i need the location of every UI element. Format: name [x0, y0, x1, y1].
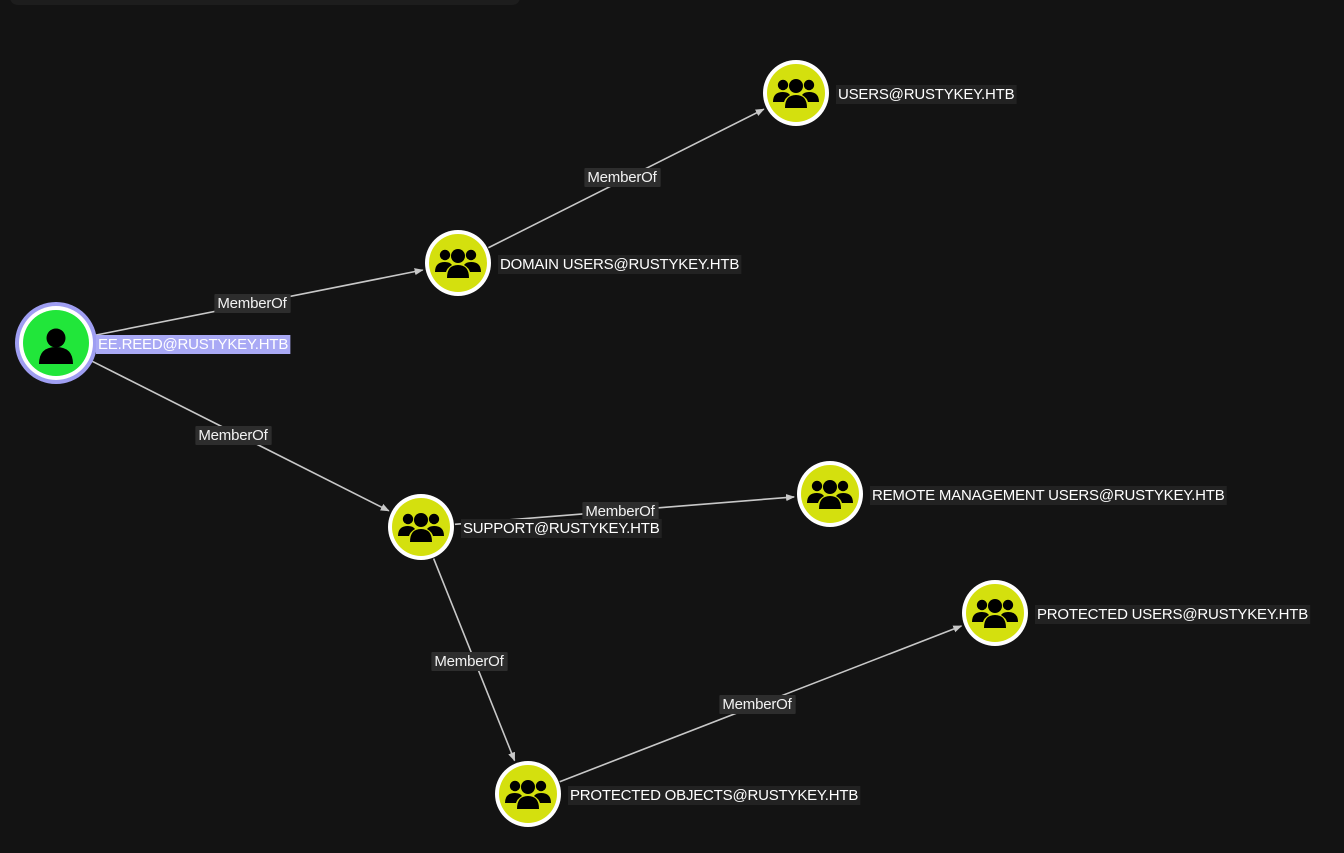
node-label-background — [461, 519, 662, 538]
node-label-group: REMOTE MANAGEMENT USERS@RUSTYKEY.HTB — [870, 486, 1227, 505]
edge-label-background — [584, 168, 661, 187]
node-label[interactable]: USERS@RUSTYKEY.HTB — [838, 86, 1015, 103]
node-protected-users[interactable] — [962, 580, 1028, 646]
node-label[interactable]: PROTECTED OBJECTS@RUSTYKEY.HTB — [570, 787, 859, 804]
node-protected-objects[interactable] — [495, 761, 561, 827]
edge-label-group: MemberOf — [582, 502, 659, 521]
node-label-group: EE.REED@RUSTYKEY.HTB — [96, 335, 291, 354]
node-label-background — [498, 255, 742, 274]
node-label-background — [1035, 605, 1311, 624]
node-label-background — [568, 786, 861, 805]
edge-label-group: MemberOf — [431, 652, 508, 671]
edge-label: MemberOf — [585, 503, 655, 520]
edge-label-group: MemberOf — [195, 426, 272, 445]
edge-label: MemberOf — [722, 696, 792, 713]
node-label-background — [836, 85, 1017, 104]
edge-label: MemberOf — [198, 427, 268, 444]
edge-label: MemberOf — [434, 653, 504, 670]
node-label[interactable]: EE.REED@RUSTYKEY.HTB — [98, 336, 289, 353]
edges-layer: MemberOfMemberOfMemberOfMemberOfMemberOf… — [90, 108, 963, 783]
node-support[interactable] — [388, 494, 454, 560]
edge-label-background — [582, 502, 659, 521]
top-toolbar — [10, 0, 520, 5]
edge-label-background — [431, 652, 508, 671]
edge-label-background — [214, 294, 291, 313]
node-label-background — [870, 486, 1227, 505]
node-label-group: USERS@RUSTYKEY.HTB — [836, 85, 1017, 104]
node-label-group: PROTECTED USERS@RUSTYKEY.HTB — [1035, 605, 1311, 624]
edge-label-group: MemberOf — [719, 695, 796, 714]
node-label[interactable]: SUPPORT@RUSTYKEY.HTB — [463, 520, 660, 537]
edge-label-group: MemberOf — [584, 168, 661, 187]
node-user[interactable] — [15, 302, 97, 384]
edge-label-background — [195, 426, 272, 445]
node-label-group: DOMAIN USERS@RUSTYKEY.HTB — [498, 255, 742, 274]
node-users[interactable] — [763, 60, 829, 126]
node-remote-mgmt[interactable] — [797, 461, 863, 527]
edge-label-background — [719, 695, 796, 714]
edge-label-group: MemberOf — [214, 294, 291, 313]
node-label[interactable]: PROTECTED USERS@RUSTYKEY.HTB — [1037, 606, 1308, 623]
edge-label: MemberOf — [217, 295, 287, 312]
node-domain-users[interactable] — [425, 230, 491, 296]
node-label-group: PROTECTED OBJECTS@RUSTYKEY.HTB — [568, 786, 861, 805]
node-label[interactable]: DOMAIN USERS@RUSTYKEY.HTB — [500, 256, 740, 273]
node-label-group: SUPPORT@RUSTYKEY.HTB — [461, 519, 662, 538]
edge-label: MemberOf — [587, 169, 657, 186]
node-label[interactable]: REMOTE MANAGEMENT USERS@RUSTYKEY.HTB — [872, 487, 1225, 504]
nodes-layer: EE.REED@RUSTYKEY.HTB DOMAIN USERS@RUSTYKE… — [15, 60, 1311, 827]
node-label-background — [96, 335, 291, 354]
